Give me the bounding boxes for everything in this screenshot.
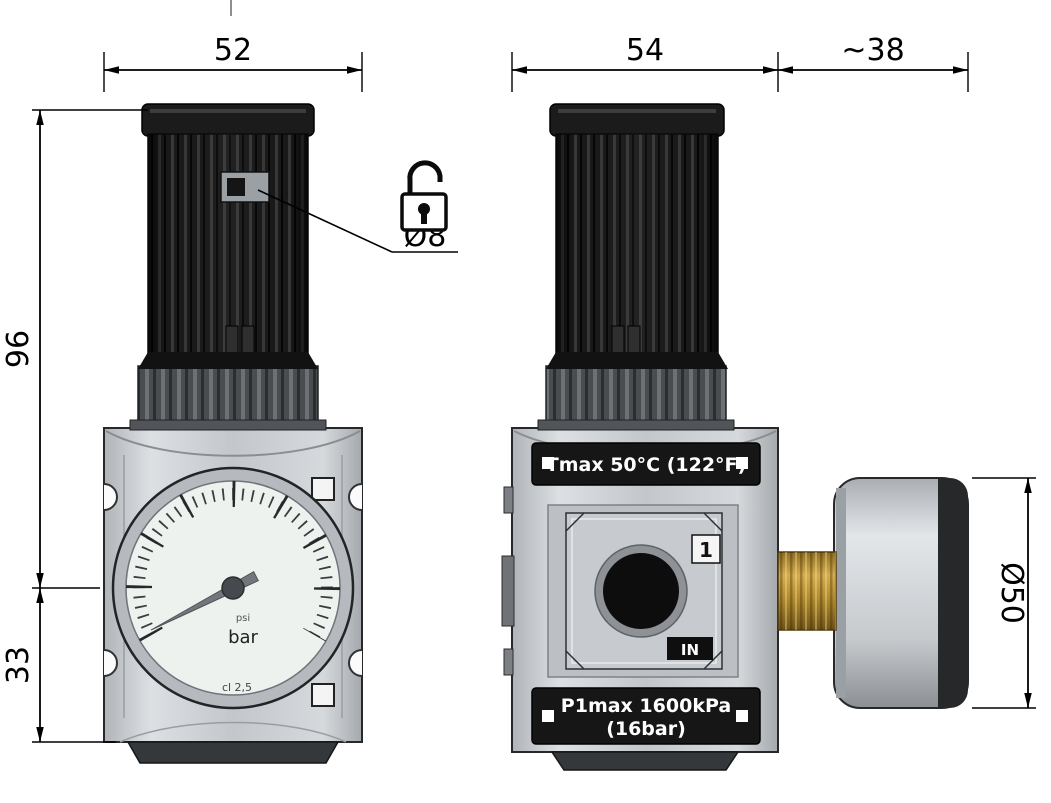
gauge-unit-bar: bar (228, 627, 258, 648)
gauge-hub (221, 576, 245, 600)
collar-lip-side (537, 419, 735, 431)
knob-shading (148, 134, 308, 354)
left-tab (503, 648, 514, 676)
base-foot-side (550, 751, 740, 771)
plate-screw (542, 710, 554, 722)
plate-screw (736, 457, 748, 469)
knob-cap (549, 103, 725, 137)
front-view: psi bar cl 2,5 (103, 0, 363, 764)
left-port-boss (501, 555, 515, 627)
knob-cap (141, 103, 315, 137)
port-in-box (667, 637, 713, 660)
adjustment-knob-side (546, 103, 728, 369)
screw-hole-top (311, 477, 335, 501)
knob-tab (225, 325, 239, 355)
left-tab (503, 486, 514, 514)
knob-cap-highlight (150, 109, 306, 113)
plate-screw (542, 457, 554, 469)
dim-value-d50: Ø50 (994, 562, 1029, 624)
p1max-label-line1: P1max 1600kPa (561, 695, 731, 717)
dimensions: 52 54 ~38 96 33 (1, 33, 1036, 743)
leader-line (257, 189, 393, 253)
p1max-plate-bg (531, 687, 761, 745)
port-number-box (691, 534, 721, 564)
plate-screw (736, 710, 748, 722)
threaded-collar-side (545, 365, 727, 425)
base-foot-front (126, 741, 340, 764)
port-plate-inner-outline (571, 518, 717, 664)
knob-tab (627, 325, 641, 355)
dim-upper-height: 96 (1, 109, 148, 589)
dim-gauge-diameter: Ø50 (972, 477, 1036, 709)
notch (104, 483, 118, 511)
tmax-plate-bg (531, 442, 761, 486)
p1max-label-line2: (16bar) (606, 718, 686, 740)
dim-gauge-depth: ~38 (778, 33, 969, 92)
pressure-gauge-side (777, 477, 969, 709)
knob-tab (241, 325, 255, 355)
knob-shading (556, 134, 718, 354)
dim-value-38: ~38 (841, 33, 904, 68)
adjustment-knob-front (138, 103, 318, 369)
port-number-label: 1 (699, 538, 713, 562)
threaded-collar-front (137, 365, 319, 425)
dim-value-33: 33 (1, 646, 36, 684)
knob-cap-highlight (558, 109, 716, 113)
dim-value-54: 54 (626, 33, 664, 68)
body-top-contour (105, 430, 361, 457)
padlock-keyhole-slot (421, 212, 427, 224)
dim-front-width: 52 (103, 33, 363, 92)
dim-value-52: 52 (214, 33, 252, 68)
port-panel: 1 IN (547, 504, 739, 678)
chamfer-line (565, 512, 585, 532)
gauge-front-bezel (938, 478, 968, 708)
screw-hole-bottom (311, 683, 335, 707)
dim-side-width: 54 (511, 33, 779, 92)
lock-slot (220, 171, 270, 203)
mounting-notches (104, 483, 362, 677)
lock-hole-callout: Ø8 (257, 160, 458, 254)
dim-lower-height: 33 (1, 588, 116, 743)
chamfer-line (565, 650, 585, 670)
gauge-back-ring (836, 488, 846, 698)
lock-hole (227, 178, 245, 196)
knob-tab (611, 325, 625, 355)
gauge-major-ticks (126, 481, 340, 642)
open-padlock-icon (400, 160, 448, 232)
side-view: Tmax 50°C (122°F) 1 IN P1max 1600kPa (16… (501, 103, 969, 771)
dim-value-96: 96 (1, 330, 36, 368)
notch (104, 649, 118, 677)
gauge-unit-psi: psi (236, 613, 250, 624)
port-in-label: IN (681, 641, 699, 659)
body-bottom-contour (119, 721, 347, 743)
notch (348, 483, 362, 511)
notch (348, 649, 362, 677)
tmax-label: Tmax 50°C (122°F) (546, 454, 746, 476)
gauge-accuracy-class: cl 2,5 (222, 681, 252, 694)
brass-fitting-ridges (778, 552, 836, 630)
chamfer-line (703, 512, 723, 532)
pressure-gauge-front: psi bar cl 2,5 (111, 466, 355, 710)
p1max-plate: P1max 1600kPa (16bar) (531, 687, 761, 745)
tmax-plate: Tmax 50°C (122°F) (531, 442, 761, 486)
padlock-shackle (407, 160, 443, 194)
port-bore (603, 553, 679, 629)
knob-skirt (546, 352, 728, 369)
knob-skirt (138, 352, 318, 369)
collar-lip-front (129, 419, 327, 431)
